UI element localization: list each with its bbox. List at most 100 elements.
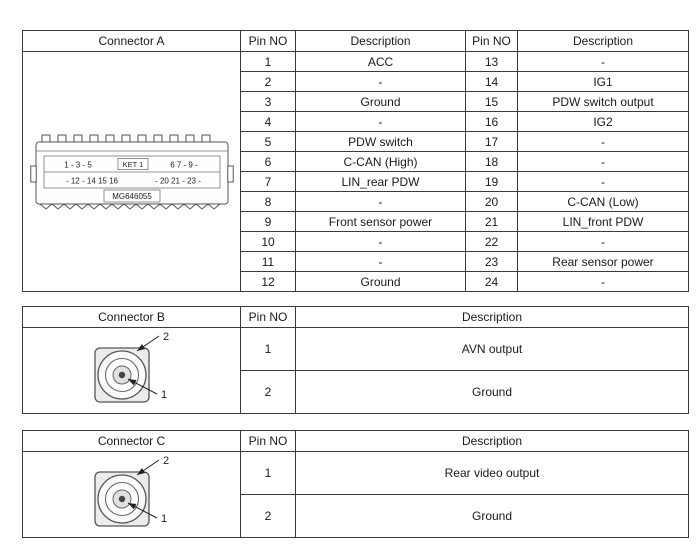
pin-no-header: Pin NO bbox=[465, 30, 518, 52]
table-row: 2 - 14 IG1 bbox=[23, 71, 689, 92]
pin-no-cell: 15 bbox=[465, 91, 518, 112]
table-row: 10 - 22 - bbox=[23, 231, 689, 252]
table-row: 5 PDW switch 17 - bbox=[23, 131, 689, 152]
table-row: 2 1 1 Rear video output bbox=[22, 451, 689, 538]
connector-b-title: Connector B bbox=[22, 306, 241, 328]
left-wing bbox=[29, 165, 37, 183]
description-cell: Front sensor power bbox=[295, 211, 466, 232]
description-cell: Ground bbox=[295, 370, 689, 414]
pin-no-cell: 4 bbox=[240, 111, 296, 132]
description-cell: PDW switch output bbox=[517, 91, 689, 112]
description-cell: C-CAN (Low) bbox=[517, 191, 689, 212]
description-header: Description bbox=[295, 306, 689, 328]
table-row: 6 C-CAN (High) 18 - bbox=[23, 151, 689, 172]
description-cell: - bbox=[295, 71, 466, 92]
pin-no-cell: 5 bbox=[240, 131, 296, 152]
pin-no-cell: 9 bbox=[240, 211, 296, 232]
description-cell: Ground bbox=[295, 271, 466, 292]
right-wing bbox=[226, 165, 234, 183]
description-cell: IG2 bbox=[517, 111, 689, 132]
description-cell: - bbox=[517, 51, 689, 72]
table-row: 9 Front sensor power 21 LIN_front PDW bbox=[23, 211, 689, 232]
pin-no-cell: 14 bbox=[465, 71, 518, 92]
pin-no-cell: 1 bbox=[240, 51, 296, 72]
pin-no-cell: 11 bbox=[240, 251, 296, 272]
table-row: 8 - 20 C-CAN (Low) bbox=[23, 191, 689, 212]
connector-a-title: Connector A bbox=[22, 30, 241, 52]
callout-2-line bbox=[136, 459, 159, 476]
pin-row-bottom-right-label: - 20 21 - 23 - bbox=[155, 177, 201, 186]
pin-no-cell: 19 bbox=[465, 171, 518, 192]
description-cell: Ground bbox=[295, 91, 466, 112]
description-cell: - bbox=[517, 171, 689, 192]
pin-no-header: Pin NO bbox=[240, 430, 296, 452]
pin-no-cell: 18 bbox=[465, 151, 518, 172]
callout-1-label: 1 bbox=[161, 513, 167, 525]
description-cell: IG1 bbox=[517, 71, 689, 92]
table-row: 3 Ground 15 PDW switch output bbox=[23, 91, 689, 112]
description-cell: - bbox=[517, 231, 689, 252]
callout-1-line bbox=[127, 502, 157, 519]
connector-b-diagram: 2 1 bbox=[93, 331, 169, 403]
callout-1-label: 1 bbox=[161, 389, 167, 401]
description-cell: Ground bbox=[295, 494, 689, 538]
connector-b-header-row: Connector B Pin NO Description bbox=[22, 306, 689, 328]
table-row: 2 1 1 AVN output bbox=[22, 327, 689, 414]
pin-no-cell: 10 bbox=[240, 231, 296, 252]
part-number-label: MG646055 bbox=[112, 192, 152, 201]
pin-no-header: Pin NO bbox=[240, 30, 296, 52]
connector-c-title: Connector C bbox=[22, 430, 241, 452]
pin-row-top-right-label: 6 7 - 9 - bbox=[170, 161, 198, 170]
pin-no-cell: 23 bbox=[465, 251, 518, 272]
connector-b-table: Connector B Pin NO Description bbox=[22, 306, 689, 414]
description-cell: Rear video output bbox=[295, 451, 689, 495]
connector-b-drawing-cell: 2 1 bbox=[22, 327, 241, 414]
callout-2-line bbox=[136, 335, 159, 352]
pin-no-cell: 21 bbox=[465, 211, 518, 232]
connector-c-drawing-cell: 2 1 bbox=[22, 451, 241, 538]
table-row: 2 Ground bbox=[23, 494, 689, 538]
description-cell: - bbox=[295, 231, 466, 252]
pin-row-bottom-left-label: - 12 - 14 15 16 bbox=[65, 177, 118, 186]
ket-badge-label: KET 1 bbox=[122, 160, 143, 169]
description-cell: - bbox=[295, 251, 466, 272]
description-cell: ACC bbox=[295, 51, 466, 72]
description-cell: Rear sensor power bbox=[517, 251, 689, 272]
description-cell: - bbox=[517, 131, 689, 152]
table-row: 12 Ground 24 - bbox=[23, 271, 689, 292]
description-cell: - bbox=[517, 271, 689, 292]
pin-no-cell: 12 bbox=[240, 271, 296, 292]
center-pin bbox=[118, 495, 125, 503]
pin-no-cell: 6 bbox=[240, 151, 296, 172]
description-cell: AVN output bbox=[295, 327, 689, 371]
description-cell: C-CAN (High) bbox=[295, 151, 466, 172]
description-header: Description bbox=[295, 30, 466, 52]
description-cell: - bbox=[517, 151, 689, 172]
part-number-box bbox=[103, 189, 160, 203]
description-cell: PDW switch bbox=[295, 131, 466, 152]
connector-a-drawing-cell: 1 - 3 - 5 KET 1 6 7 - 9 - - 12 - 14 15 1… bbox=[22, 51, 241, 292]
connector-c-header-row: Connector C Pin NO Description bbox=[22, 430, 689, 452]
table-row: 2 Ground bbox=[23, 370, 689, 414]
description-cell: LIN_front PDW bbox=[517, 211, 689, 232]
callout-2-label: 2 bbox=[163, 331, 169, 343]
description-header: Description bbox=[517, 30, 689, 52]
pin-no-cell: 24 bbox=[465, 271, 518, 292]
pin-no-cell: 1 bbox=[240, 327, 296, 371]
pin-no-header: Pin NO bbox=[240, 306, 296, 328]
pin-no-cell: 2 bbox=[240, 494, 296, 538]
description-cell: - bbox=[295, 191, 466, 212]
pin-no-cell: 1 bbox=[240, 451, 296, 495]
bottom-ruffle bbox=[39, 203, 220, 210]
connector-c-table: Connector C Pin NO Description bbox=[22, 430, 689, 538]
pin-no-cell: 2 bbox=[240, 71, 296, 92]
pin-no-cell: 7 bbox=[240, 171, 296, 192]
description-header: Description bbox=[295, 430, 689, 452]
ket-badge-box bbox=[117, 158, 148, 170]
connector-a-table: Connector A Pin NO Description Pin NO De… bbox=[22, 30, 689, 292]
connector-a-header-row: Connector A Pin NO Description Pin NO De… bbox=[22, 30, 689, 52]
connector-c-diagram: 2 1 bbox=[93, 455, 169, 527]
pin-no-cell: 2 bbox=[240, 370, 296, 414]
connector-a-diagram: 1 - 3 - 5 KET 1 6 7 - 9 - - 12 - 14 15 1… bbox=[29, 134, 234, 210]
